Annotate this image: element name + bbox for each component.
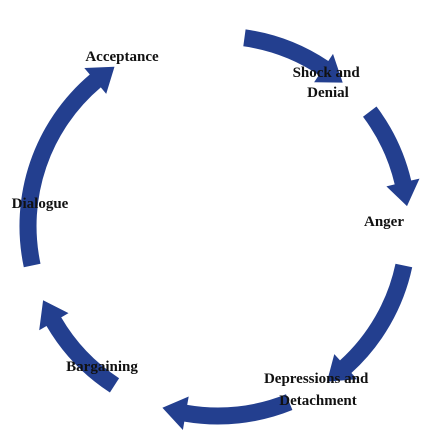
stage-label-acceptance: Acceptance (85, 49, 159, 65)
arrow-anger-to-depression (327, 263, 413, 382)
stage-label-depressions-and-detachment: Depressions and Detachment (264, 371, 372, 409)
arrow-dialogue-to-acceptance (19, 66, 115, 268)
arrow-bargaining-to-dialogue (39, 300, 120, 393)
arrow-depression-to-bargaining (162, 394, 293, 430)
stage-label-shock-and-denial: Shock and Denial (293, 65, 364, 101)
stage-label-dialogue: Dialogue (12, 196, 69, 212)
cycle-arrows (19, 29, 420, 430)
stage-label-bargaining: Bargaining (66, 359, 138, 375)
stage-label-anger: Anger (364, 214, 404, 230)
arrow-shock-to-anger (363, 106, 420, 207)
arrow-acceptance-to-shock (243, 29, 343, 83)
